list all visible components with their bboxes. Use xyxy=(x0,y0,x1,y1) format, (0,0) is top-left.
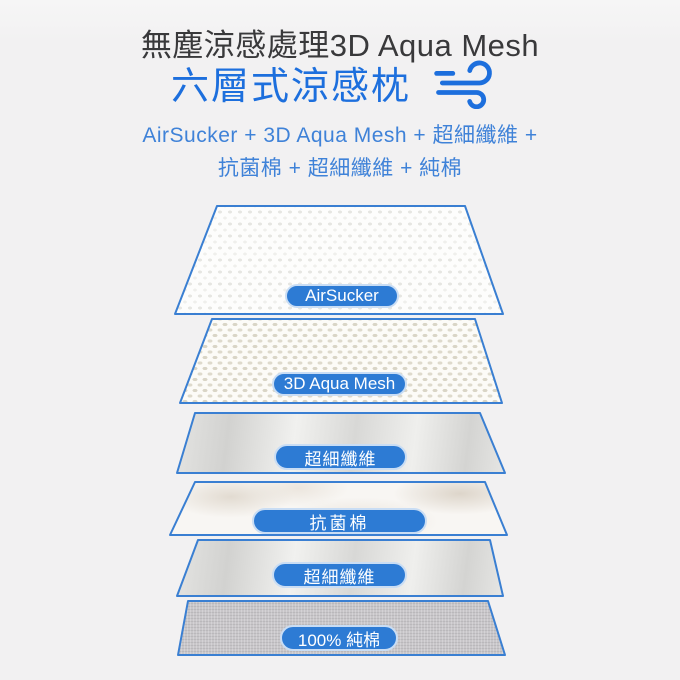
page-title: 無塵涼感處理3D Aqua Mesh xyxy=(140,28,540,63)
layer-3-label-pill: 超細纖維 xyxy=(274,444,407,470)
layer-2-label-pill: 3D Aqua Mesh xyxy=(272,372,407,396)
formula-line-2: 抗菌棉 + 超細纖維 + 純棉 xyxy=(217,157,463,180)
layer-1-label-pill: AirSucker xyxy=(285,284,399,308)
subtitle: 六層式涼感枕 xyxy=(170,65,411,108)
subtitle-row: 六層式涼感枕 xyxy=(0,56,680,109)
formula-line-1: AirSucker + 3D Aqua Mesh + 超細纖維 + xyxy=(142,124,538,147)
materials-formula: AirSucker + 3D Aqua Mesh + 超細纖維 + 抗菌棉 + … xyxy=(0,119,680,185)
layer-4-label-pill: 抗菌棉 xyxy=(252,508,427,534)
layer-5-label-pill: 超細纖維 xyxy=(272,562,407,588)
layer-6-label-pill: 100% 純棉 xyxy=(280,625,398,651)
wind-icon xyxy=(434,60,492,109)
